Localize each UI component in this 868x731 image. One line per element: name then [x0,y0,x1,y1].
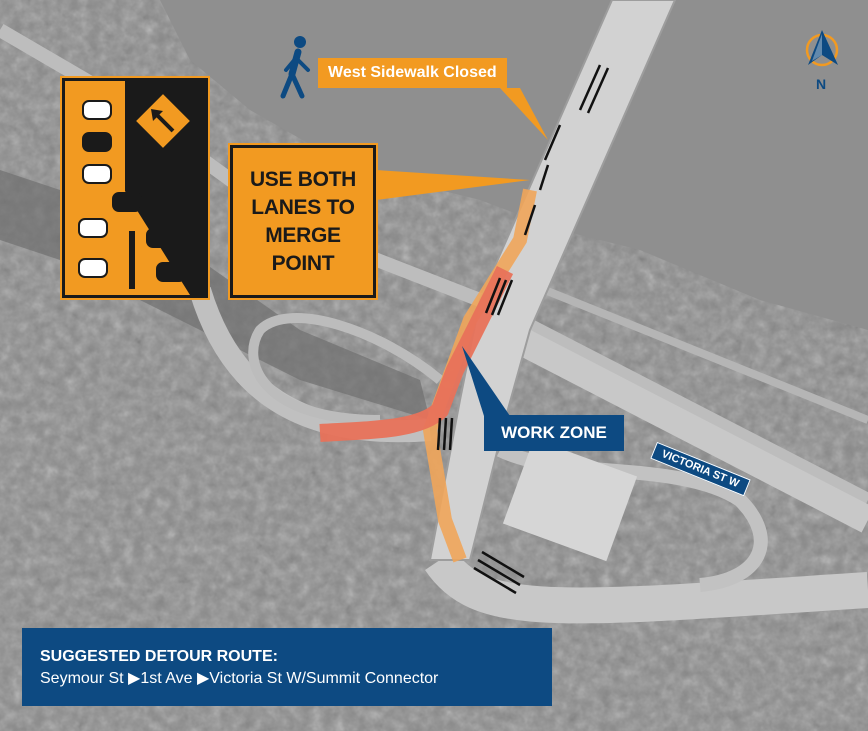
merge-pointer [376,170,530,200]
sidewalk-closed-callout: West Sidewalk Closed [318,58,507,88]
shoreline-road [518,276,868,424]
detour-title: SUGGESTED DETOUR ROUTE: [40,648,278,665]
sidewalk-pointer [500,88,548,140]
ramp-loop-west [248,313,444,425]
detour-route-box: SUGGESTED DETOUR ROUTE: Seymour St ▶1st … [22,628,552,706]
merge-lane-sign [60,76,210,300]
road-east [493,317,868,533]
compass-icon [805,30,839,67]
use-both-lanes-sign: USE BOTH LANES TO MERGE POINT [228,143,378,300]
sign-black-panel [125,81,205,295]
car-icon [78,100,186,282]
detour-route: Seymour St ▶1st Ave ▶Victoria St W/Summi… [40,670,439,687]
sign-line: POINT [271,252,335,275]
building [502,438,638,562]
road-south [425,549,868,624]
lane-divider [129,231,135,289]
lane-arrow-icon [436,64,610,595]
sign-line: LANES TO [251,196,355,219]
workzone-pointer [462,346,510,416]
pedestrian-icon [280,36,310,99]
work-zone-label: WORK ZONE [484,415,624,451]
compass-label: N [816,76,827,92]
sign-line: MERGE [265,224,341,247]
sign-line: USE BOTH [249,168,357,191]
work-zone-red [319,265,514,442]
merge-arrow-icon [133,91,193,151]
